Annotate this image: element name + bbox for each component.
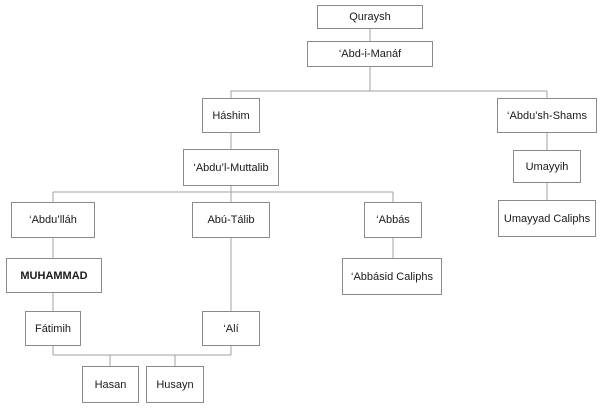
node-abdu-sh-shams: ‘Abdu’sh-Shams (497, 98, 597, 133)
node-ali: ‘Alí (202, 311, 260, 346)
node-abd-i-manaf: ‘Abd-i-Manáf (307, 41, 433, 67)
node-abu-talib: Abú-Tálib (192, 202, 270, 238)
node-abdullah: ‘Abdu’lláh (11, 202, 95, 238)
node-husayn: Husayn (146, 366, 204, 403)
node-muhammad: MUHAMMAD (6, 258, 102, 293)
node-fatimih: Fátimih (25, 311, 81, 346)
node-abbasid-caliphs: ‘Abbásid Caliphs (342, 258, 442, 295)
node-abbas: ‘Abbás (364, 202, 422, 238)
node-hasan: Hasan (82, 366, 139, 403)
node-quraysh: Quraysh (317, 5, 423, 29)
node-umayyih: Umayyih (513, 150, 581, 183)
node-hashim: Háshim (202, 98, 260, 133)
node-abdul-muttalib: ‘Abdu’l-Muttalib (183, 149, 279, 186)
node-umayyad-caliphs: Umayyad Caliphs (498, 200, 596, 237)
